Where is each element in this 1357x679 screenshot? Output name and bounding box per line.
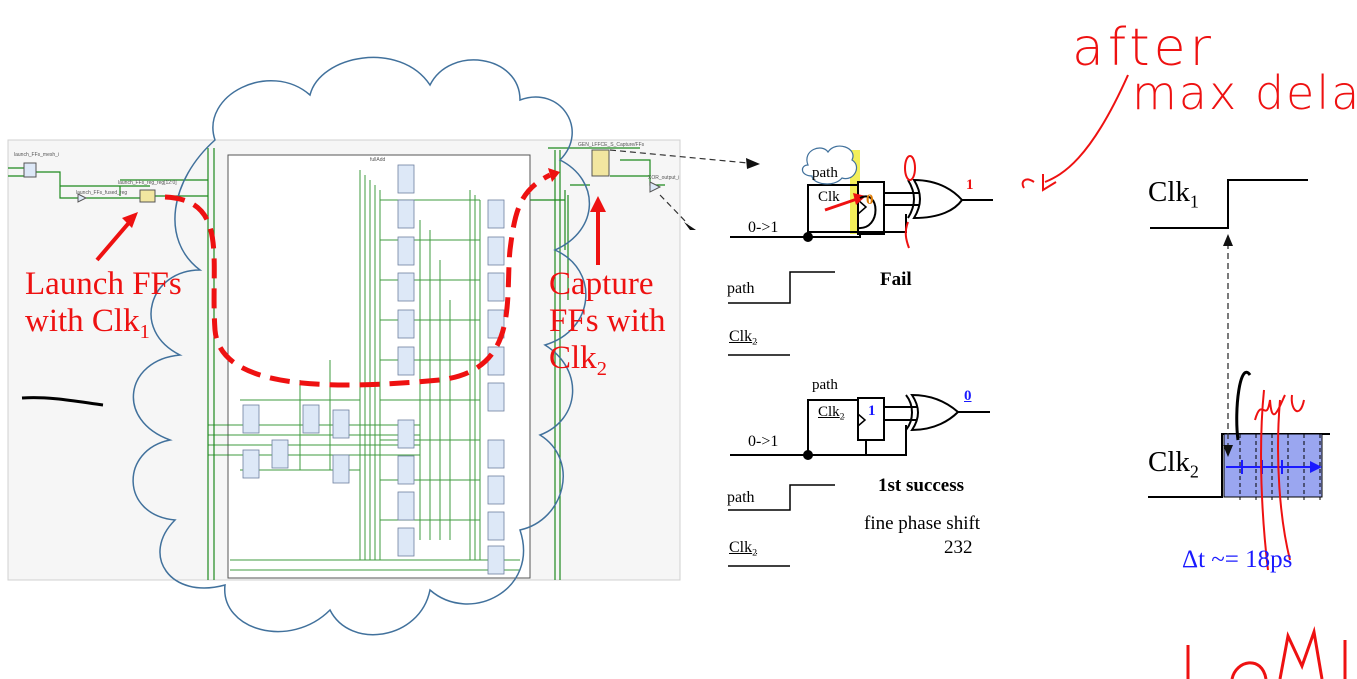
success-clk-label: Clk2 (818, 404, 845, 423)
fail-clk-label: Clk (818, 189, 840, 205)
launch-arrow (95, 216, 135, 262)
fail-input-label: 0->1 (748, 219, 779, 236)
clk1-label: Clk1 (1148, 176, 1199, 212)
fail-wave-path-label: path (727, 280, 755, 297)
launch-ff-register (139, 189, 156, 203)
port-label: GEN_LFFCE_S_Capture/FFs (578, 142, 645, 148)
success-input-label: 0->1 (748, 433, 779, 450)
clk2-label: Clk2 (1148, 446, 1199, 482)
handwriting-after: after (1072, 18, 1216, 78)
success-ff-value: 1 (868, 403, 876, 419)
critical-path-arrow (164, 172, 552, 388)
fail-gate-output: 1 (966, 177, 974, 193)
success-wave-clk-label: Clk2 (729, 539, 758, 559)
block-title: fullAdd (370, 157, 386, 163)
phase-shift-region (1223, 433, 1323, 498)
success-path-label: path (812, 377, 838, 393)
capture-ff-register (591, 149, 610, 177)
path-cloud-icon (801, 145, 857, 185)
port-label: XOR_output_i (648, 175, 680, 181)
delta-t-label: Δt ~= 18ps (1182, 546, 1293, 573)
success-circuit (730, 393, 990, 460)
launch-ffs-label: Launch FFs with Clk1 (25, 266, 182, 344)
success-result: 1st success (878, 475, 965, 496)
port-label: launch_FFs_fused_reg (76, 190, 128, 196)
fail-ff-value: 0 (866, 192, 874, 208)
success-caption-line2: 232 (944, 537, 973, 558)
combinational-cloud (132, 56, 591, 636)
fulladd-block (227, 154, 531, 579)
port-label: launch_FFs_reg_reg[12:0] (118, 180, 177, 186)
capture-ffs-label: Capture FFs with Clk2 (549, 266, 666, 381)
fail-path-label: path (812, 165, 838, 181)
success-wave-path-label: path (727, 489, 755, 506)
fail-wave-clk-label: Clk2 (729, 328, 758, 348)
red-scribbles (1254, 389, 1305, 571)
success-caption-line1: fine phase shift (864, 513, 981, 534)
fail-result: Fail (880, 269, 912, 290)
success-gate-output: 0 (964, 388, 972, 404)
handwriting-max-delay: max delay (1132, 66, 1357, 120)
fail-circuit (730, 150, 993, 242)
partial-handwriting (1186, 626, 1347, 679)
port-label: launch_FFs_mesh_i (14, 152, 60, 158)
zoom-arrows (609, 149, 749, 225)
